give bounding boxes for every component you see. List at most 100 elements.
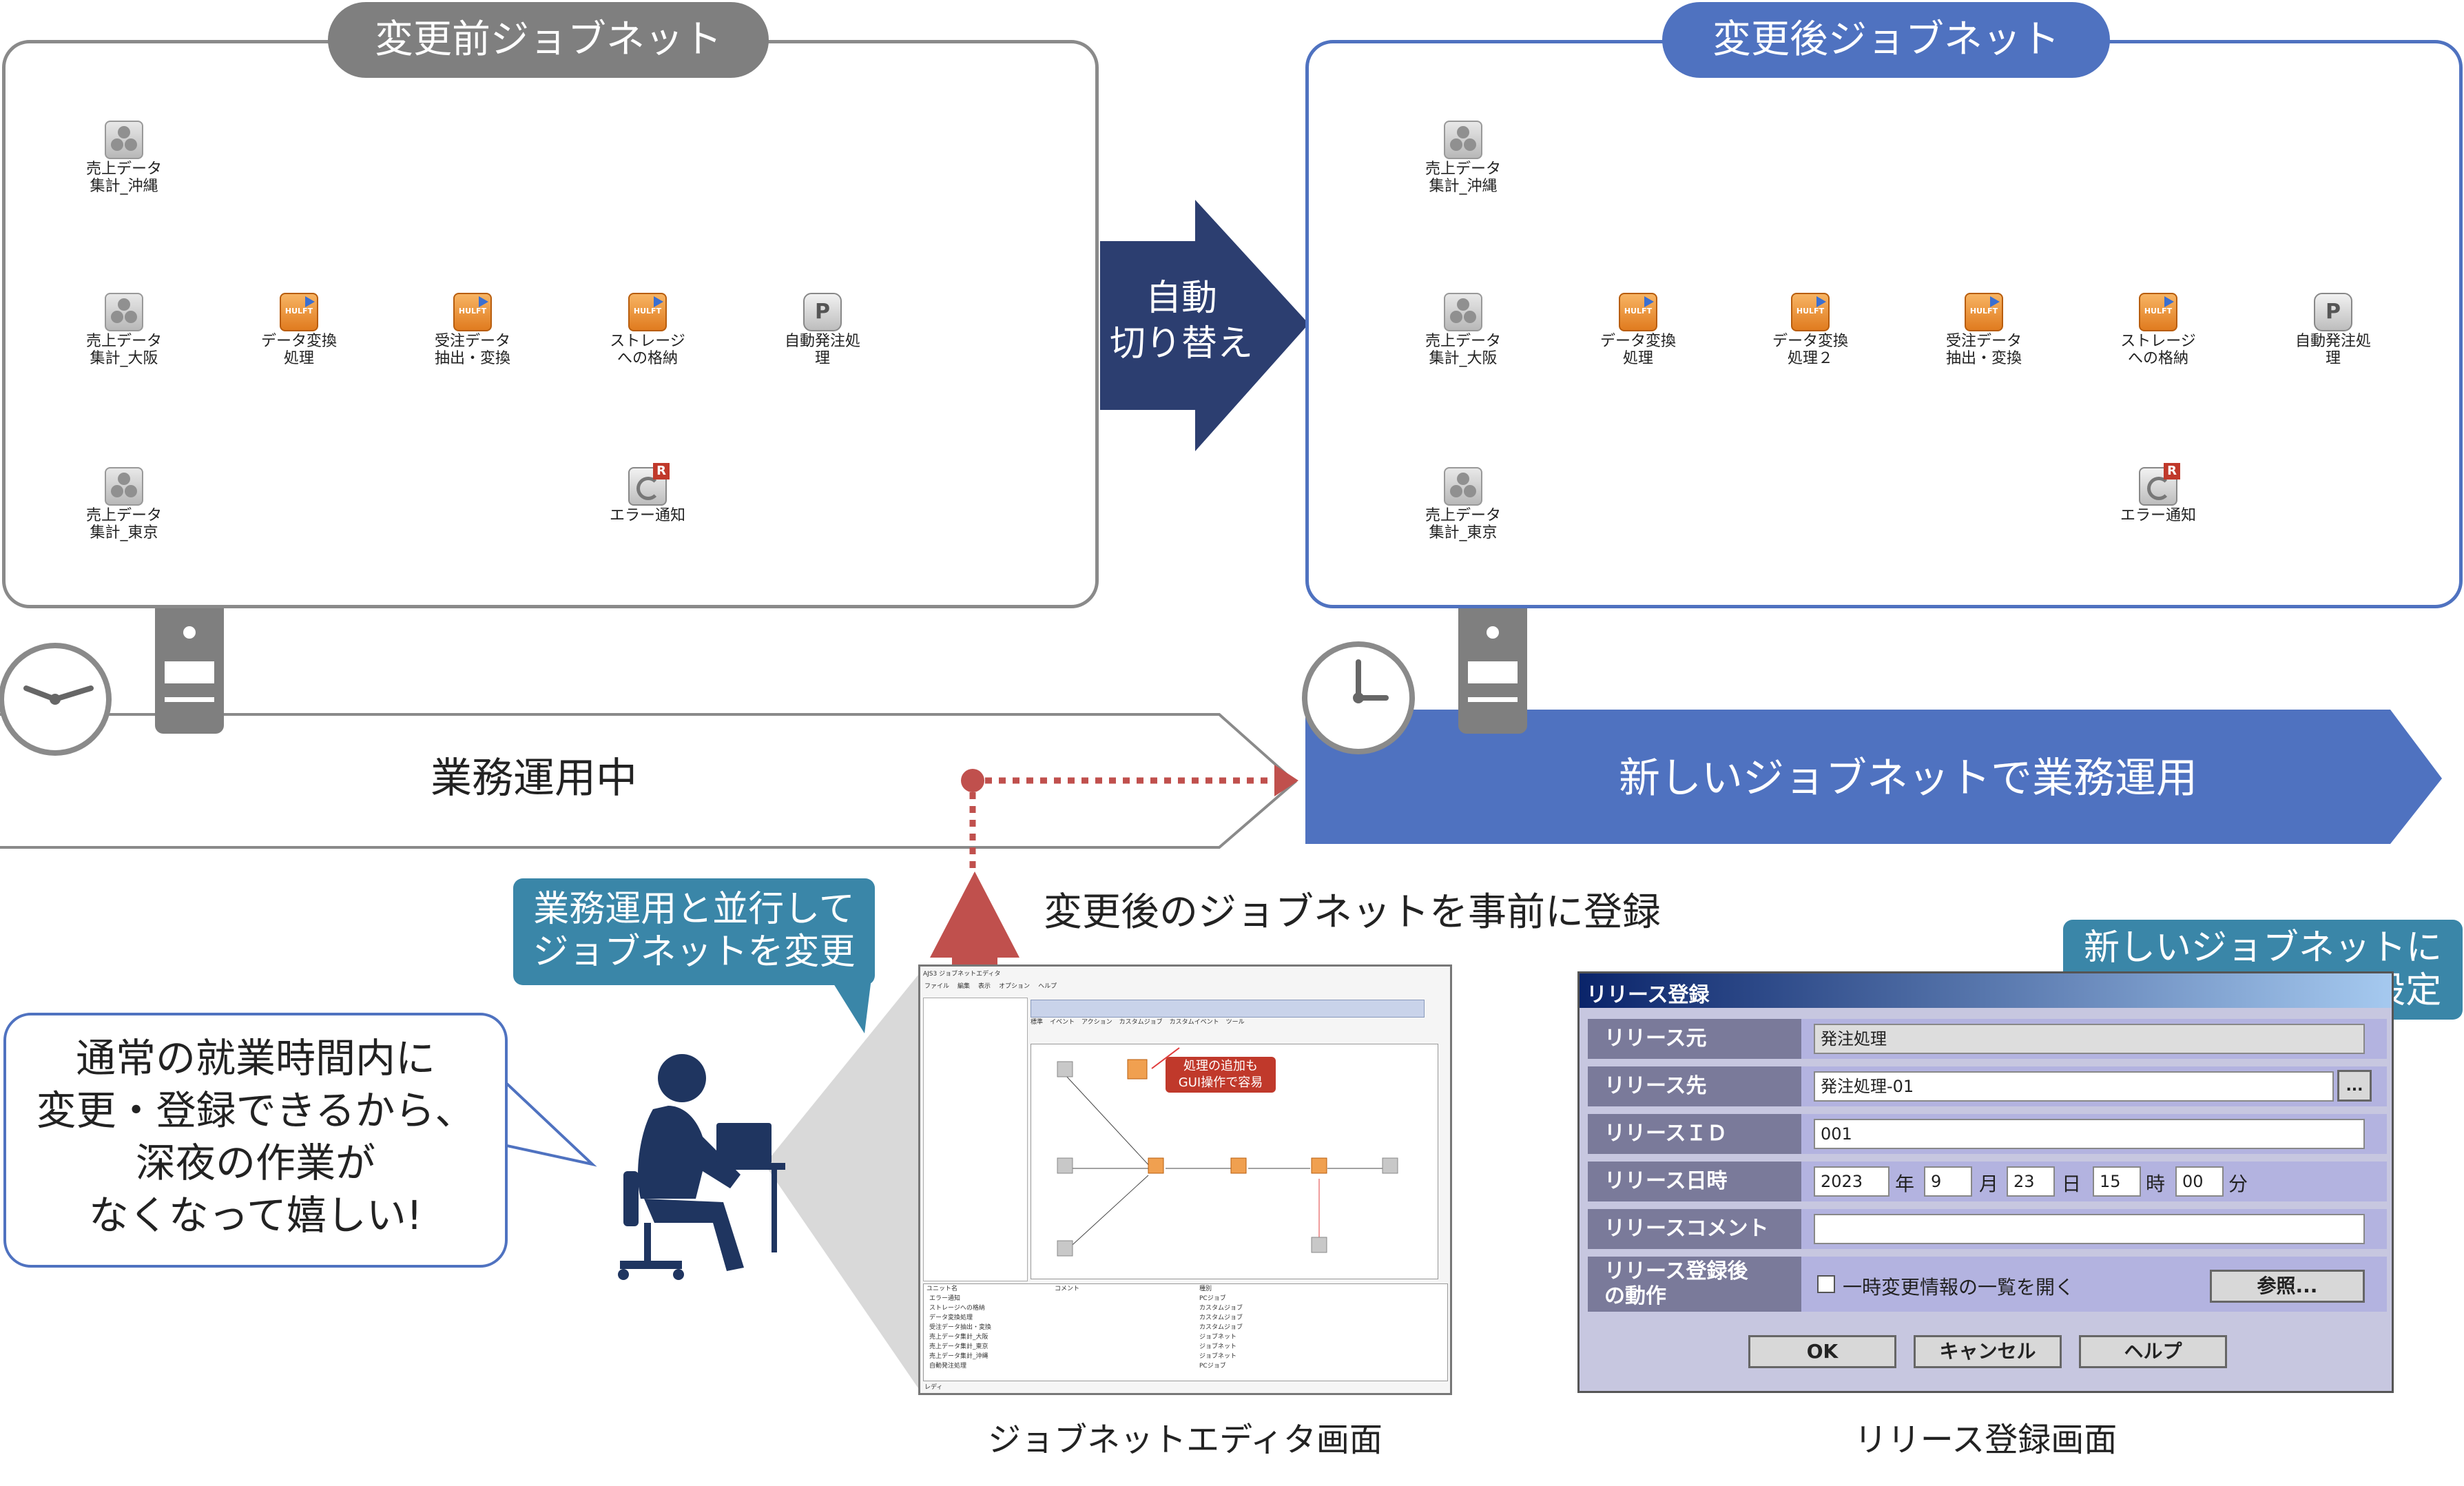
node-sales-osaka-after[interactable]: 売上データ 集計_大阪 xyxy=(1394,293,1532,367)
unit-row-name[interactable]: 受注データ抽出・変換 xyxy=(929,1324,992,1331)
release-day-field[interactable]: 23 xyxy=(2007,1166,2055,1197)
unit-row-name[interactable]: データ変換処理 xyxy=(929,1314,973,1321)
release-comment-label: リリースコメント xyxy=(1588,1209,1801,1249)
hulft-job-icon xyxy=(453,293,492,331)
release-source-label: リリース元 xyxy=(1588,1019,1801,1059)
hulft-job-icon xyxy=(2139,293,2177,331)
release-target-field[interactable]: 発注処理-01 xyxy=(1814,1071,2334,1102)
current-operation-label: 業務運用中 xyxy=(431,754,637,803)
menu-item[interactable]: 編集 xyxy=(957,983,971,990)
release-title: リリース登録 xyxy=(1586,983,1710,1007)
open-list-checkbox-label: 一時変更情報の一覧を開く xyxy=(1843,1276,2075,1299)
before-jobnet-title: 変更前ジョブネット xyxy=(328,2,769,78)
list-header-name: ユニット名 xyxy=(926,1286,958,1292)
node-sales-okinawa-after[interactable]: 売上データ 集計_沖縄 xyxy=(1394,121,1532,195)
ok-button[interactable]: OK xyxy=(1748,1335,1896,1368)
jobnet-group-icon xyxy=(1444,293,1482,331)
jobnet-group-icon xyxy=(105,121,143,159)
node-storage[interactable]: ストレージ への格納 xyxy=(579,293,716,367)
after-jobnet-title: 変更後ジョブネット xyxy=(1662,2,2110,78)
node-order-extract[interactable]: 受注データ 抽出・変換 xyxy=(404,293,541,367)
menu-item[interactable]: 表示 xyxy=(978,983,991,990)
unit-row-type: PCジョブ xyxy=(1199,1363,1226,1370)
open-list-checkbox[interactable] xyxy=(1817,1275,1835,1293)
hulft-job-icon xyxy=(1965,293,2003,331)
release-hour-field[interactable]: 15 xyxy=(2093,1166,2141,1197)
node-sales-tokyo[interactable]: 売上データ 集計_東京 xyxy=(55,467,193,541)
node-data-transform-after[interactable]: データ変換 処理 xyxy=(1569,293,1707,367)
editor-toolbar[interactable] xyxy=(1031,1000,1425,1018)
node-auto-order-after[interactable]: 自動発注処 理 xyxy=(2264,293,2402,367)
release-datetime-label: リリース日時 xyxy=(1588,1162,1801,1201)
unit-row-name[interactable]: 自動発注処理 xyxy=(929,1363,967,1370)
clock-icon xyxy=(1302,641,1415,754)
release-comment-field[interactable] xyxy=(1814,1214,2365,1244)
register-label: 変更後のジョブネットを事前に登録 xyxy=(1044,890,1661,935)
release-caption: リリース登録画面 xyxy=(1854,1421,2118,1459)
menu-item[interactable]: オプション xyxy=(999,983,1031,990)
unit-row-name[interactable]: 売上データ集計_東京 xyxy=(929,1343,988,1350)
cancel-button[interactable]: キャンセル xyxy=(1914,1335,2062,1368)
release-minute-field[interactable]: 00 xyxy=(2175,1166,2224,1197)
release-year-field[interactable]: 2023 xyxy=(1814,1166,1890,1197)
menu-item[interactable]: ヘルプ xyxy=(1038,983,1057,990)
server-icon xyxy=(155,592,224,734)
node-order-extract-after[interactable]: 受注データ 抽出・変換 xyxy=(1915,293,2053,367)
unit-row-name[interactable]: 売上データ集計_沖縄 xyxy=(929,1353,988,1360)
node-sales-okinawa[interactable]: 売上データ 集計_沖縄 xyxy=(55,121,193,195)
tab[interactable]: カスタムイベント xyxy=(1169,1019,1219,1026)
release-titlebar: リリース登録 xyxy=(1580,973,2392,1008)
register-dot xyxy=(961,769,984,792)
server-icon xyxy=(1458,592,1527,734)
editor-tree-pane[interactable] xyxy=(923,998,1028,1281)
editor-map-graphics xyxy=(1057,1047,1398,1257)
node-storage-after[interactable]: ストレージ への格納 xyxy=(2089,293,2227,367)
clock-icon xyxy=(0,643,112,756)
node-sales-tokyo-after[interactable]: 売上データ 集計_東京 xyxy=(1394,467,1532,541)
release-after-label: リリース登録後 の動作 xyxy=(1588,1257,1801,1312)
pc-job-icon xyxy=(2314,293,2352,331)
editor-titlebar: AJS3 ジョブネットエディタ xyxy=(923,971,1001,978)
node-sales-osaka[interactable]: 売上データ 集計_大阪 xyxy=(55,293,193,367)
unit-row-type: ジョブネット xyxy=(1199,1334,1237,1341)
jobnet-group-icon xyxy=(105,467,143,506)
hour-unit: 時 xyxy=(2146,1173,2166,1195)
unit-row-type: カスタムジョブ xyxy=(1199,1314,1243,1321)
unit-row-type: PCジョブ xyxy=(1199,1295,1226,1302)
node-auto-order[interactable]: 自動発注処 理 xyxy=(754,293,891,367)
release-id-field[interactable]: 001 xyxy=(1814,1119,2365,1149)
editor-map-canvas[interactable]: 処理の追加も GUI操作で容易 xyxy=(1031,1044,1438,1279)
jobnet-group-icon xyxy=(105,293,143,331)
minute-unit: 分 xyxy=(2228,1173,2248,1195)
tab[interactable]: イベント xyxy=(1050,1019,1075,1026)
help-button[interactable]: ヘルプ xyxy=(2079,1335,2227,1368)
tab[interactable]: アクション xyxy=(1081,1019,1112,1026)
unit-row-name[interactable]: 売上データ集計_大阪 xyxy=(929,1334,988,1341)
node-data-transform[interactable]: データ変換 処理 xyxy=(230,293,368,367)
bubble-tail xyxy=(496,1073,597,1167)
view-cone xyxy=(765,975,918,1388)
tab[interactable]: カスタムジョブ xyxy=(1119,1019,1163,1026)
pc-job-icon xyxy=(803,293,842,331)
parallel-change-callout: 業務運用と並行して ジョブネットを変更 xyxy=(513,878,875,985)
editor-status: レディ xyxy=(924,1384,943,1391)
unit-row-name[interactable]: ストレージへの格納 xyxy=(929,1305,985,1312)
release-month-field[interactable]: 9 xyxy=(1924,1166,1972,1197)
node-error-notify[interactable]: エラー通知 xyxy=(579,463,716,524)
list-header-type: 種別 xyxy=(1199,1286,1212,1292)
menu-item[interactable]: ファイル xyxy=(924,983,950,990)
jobnet-group-icon xyxy=(1444,467,1482,506)
browse-button[interactable]: 参照... xyxy=(2210,1270,2365,1303)
jobnet-group-icon xyxy=(1444,121,1482,159)
tab[interactable]: 標準 xyxy=(1031,1019,1044,1026)
unit-row-name[interactable]: エラー通知 xyxy=(929,1295,961,1302)
hulft-job-icon xyxy=(628,293,667,331)
release-target-browse-button[interactable]: ... xyxy=(2337,1070,2372,1102)
tab[interactable]: ツール xyxy=(1225,1019,1245,1026)
jobnet-editor-screenshot: AJS3 ジョブネットエディタ ファイル 編集 表示 オプション ヘルプ 標準 … xyxy=(918,964,1452,1395)
node-error-notify-after[interactable]: エラー通知 xyxy=(2089,463,2227,524)
node-data-transform-2[interactable]: データ変換 処理２ xyxy=(1741,293,1879,367)
